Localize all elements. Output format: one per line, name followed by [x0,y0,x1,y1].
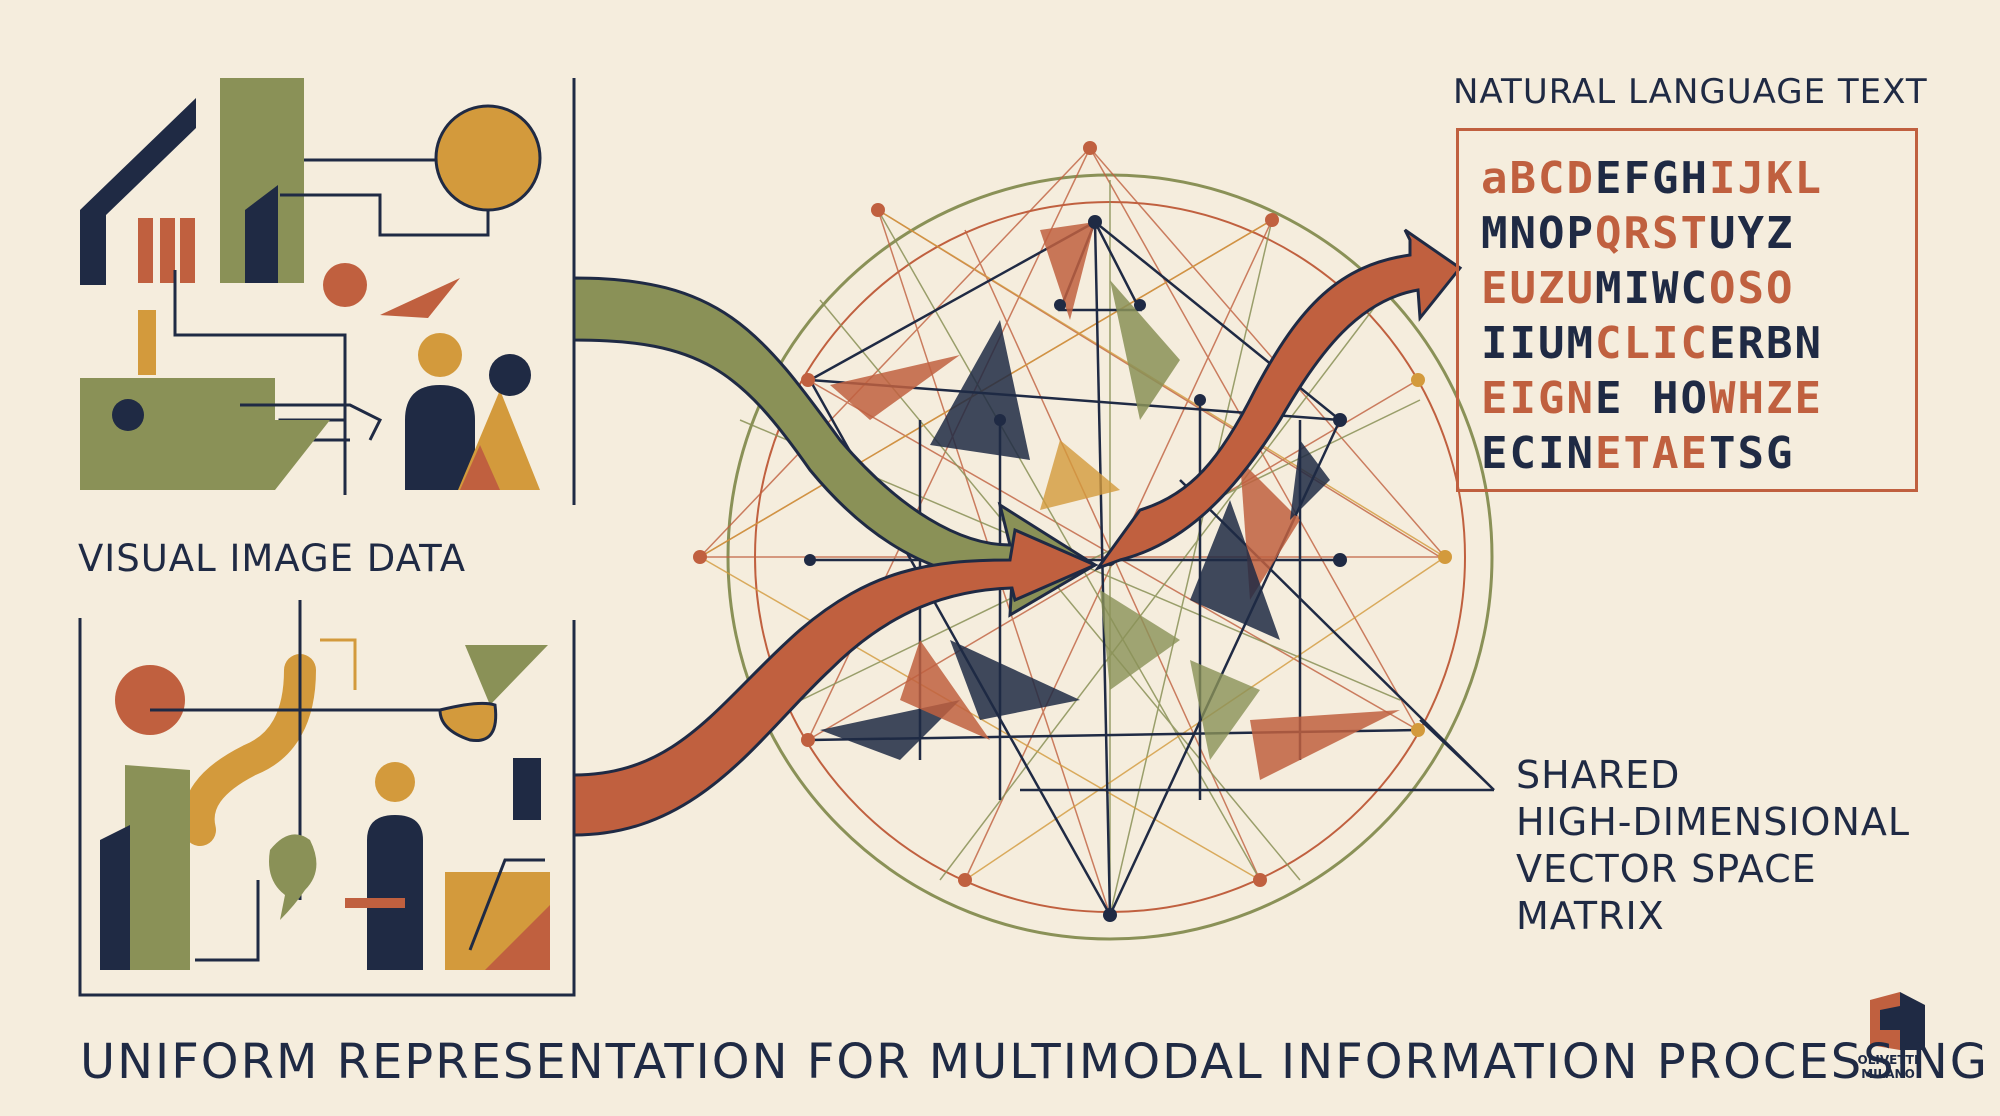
glyph-row: EUZUMIWCOSO [1481,263,1795,314]
shared-label-line-2: HIGH-DIMENSIONAL [1516,800,1911,844]
arrow-visual-to-matrix-top [572,276,1098,618]
glyph-row: IIUMCLICERBN [1481,318,1823,369]
shared-label-line-3: VECTOR SPACE MATRIX [1516,847,1817,938]
visual-image-data-label: VISUAL IMAGE DATA [78,537,467,580]
visual-image-panel-top [80,78,576,505]
brand-logo-icon [1870,992,1925,1050]
glyph-row: EIGNE HOWHZE [1481,373,1823,424]
natural-language-glyph-block: aBCDEFGHIJKL MNOPQRSTUYZ EUZUMIWCOSO IIU… [1456,128,1918,492]
brand-line-1: OLIVETTI [1857,1053,1919,1067]
brand-text: OLIVETTI MILANO [1843,1053,1933,1081]
vector-space-matrix [693,141,1495,941]
shared-label-line-1: SHARED [1516,753,1681,797]
glyph-row: aBCDEFGHIJKL [1481,153,1823,204]
shared-vector-space-label: SHARED HIGH-DIMENSIONAL VECTOR SPACE MAT… [1516,752,1976,940]
glyph-row: MNOPQRSTUYZ [1481,208,1795,259]
natural-language-text-label: NATURAL LANGUAGE TEXT [1453,72,1928,112]
brand-line-2: MILANO [1861,1067,1915,1081]
glyph-row: ECINETAETSG [1481,428,1795,479]
arrow-visual-to-matrix-bottom [572,527,1099,837]
arrow-text-to-matrix [1093,228,1463,572]
visual-image-panel-bottom [78,600,576,997]
matrix-label-pointer [1419,719,1495,791]
footer-caption: UNIFORM REPRESENTATION FOR MULTIMODAL IN… [80,1034,1989,1090]
